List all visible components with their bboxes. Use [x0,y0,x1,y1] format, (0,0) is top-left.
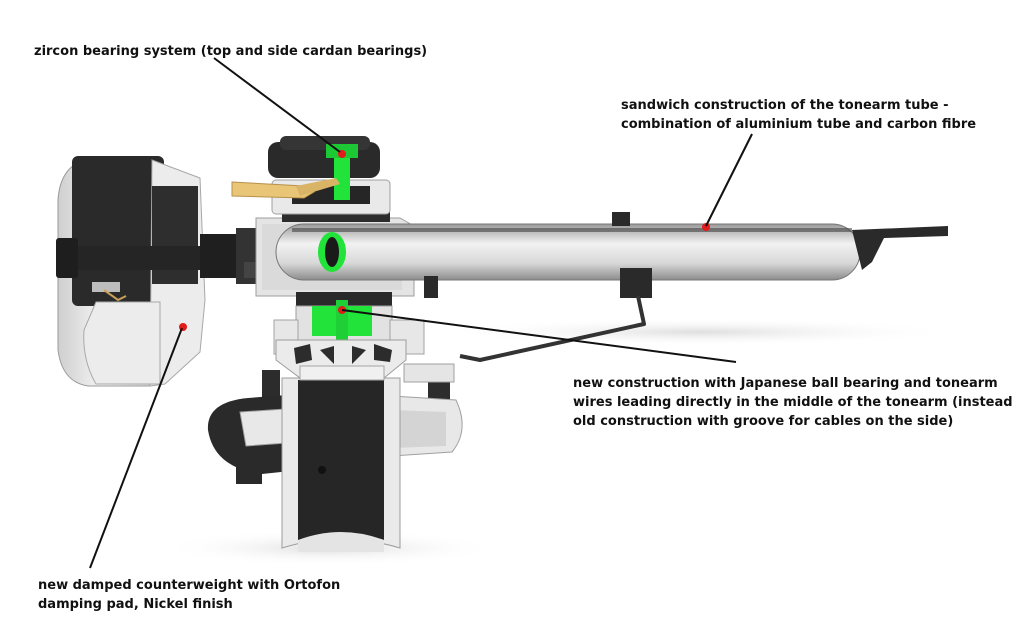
lift-lever [231,178,340,199]
annotation-line: damping pad, Nickel finish [38,597,233,612]
annotation-ball-bearing: new construction with Japanese ball bear… [573,374,1013,431]
annotation-counterweight: new damped counterweight with Ortofon da… [38,576,340,614]
annotation-line: wires leading directly in the middle of … [573,395,1013,410]
annotation-line: combination of aluminium tube and carbon… [621,117,977,132]
leader-sandwich [705,133,753,227]
leader-ball-bearing [341,309,737,363]
annotation-line: sandwich construction of the tonearm tub… [621,98,949,113]
tonearm-tube [275,212,948,281]
arm-pillar [207,339,463,552]
leader-counterweight [89,327,183,569]
floor-shadow-arm [440,318,960,346]
cable-lug [424,268,652,362]
marker-counterweight [179,323,187,331]
counterweight [56,156,218,387]
annotation-zircon-bearing: zircon bearing system (top and side card… [34,42,427,61]
annotation-sandwich-tube: sandwich construction of the tonearm tub… [621,96,976,134]
annotation-line: zircon bearing system (top and side card… [34,44,428,59]
annotation-line: new construction with Japanese ball bear… [573,376,998,391]
annotation-line: old construction with groove for cables … [573,414,954,429]
annotation-line: new damped counterweight with Ortofon [38,578,341,593]
leader-zircon [213,57,341,153]
